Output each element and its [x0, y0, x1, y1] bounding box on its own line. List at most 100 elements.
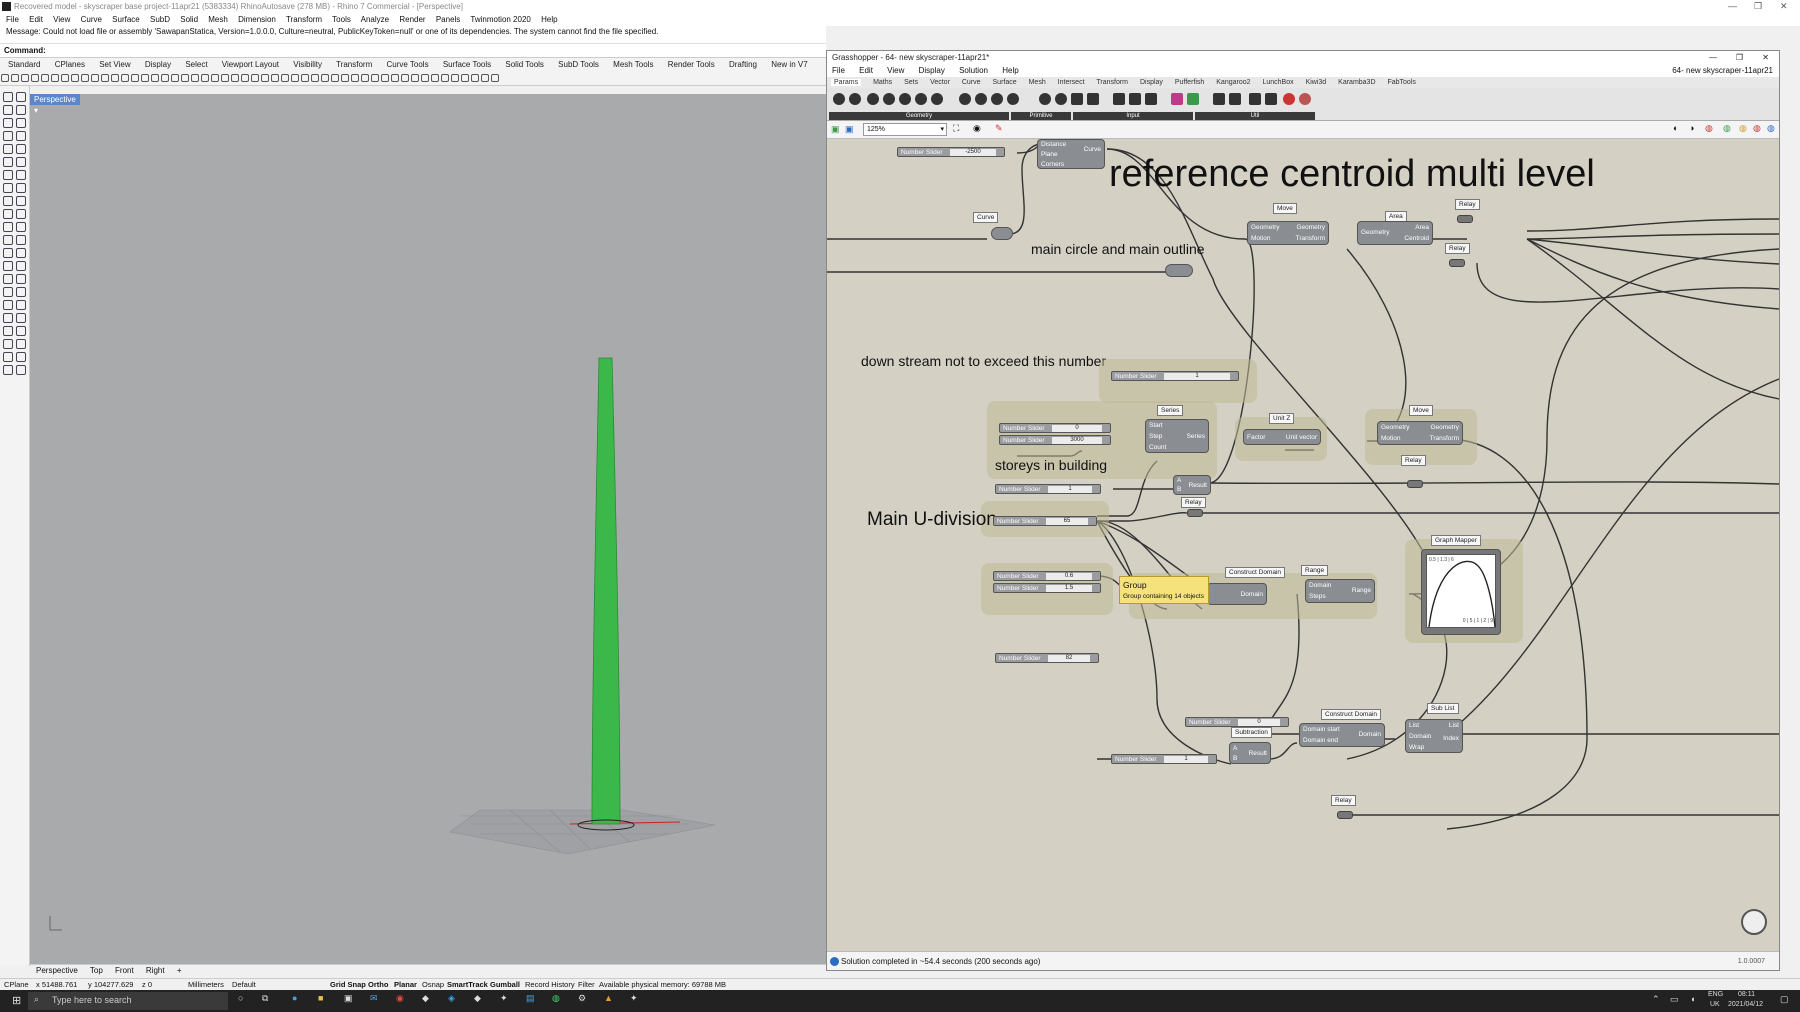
vlc-icon[interactable]: ▲	[604, 993, 613, 1003]
slider-sublist-start[interactable]: Number Slider 0	[1185, 717, 1289, 727]
add-viewport-tab-icon[interactable]: +	[176, 966, 182, 975]
viewport-tab-top[interactable]: Top	[89, 966, 103, 975]
rhino-tool-icon[interactable]	[261, 74, 269, 82]
sub-list-component[interactable]: List Domain Wrap List Index	[1405, 719, 1463, 753]
zoom-extents-icon[interactable]: ⛶	[953, 123, 960, 133]
boolean-param-icon[interactable]	[1039, 93, 1051, 105]
rhino-tool-icon[interactable]	[351, 74, 359, 82]
slider-distance[interactable]: Number Slider -2500	[897, 147, 1005, 157]
range-component[interactable]: Domain Steps Range	[1305, 579, 1375, 603]
menu-panels[interactable]: Panels	[435, 15, 461, 24]
rhino-tool-icon[interactable]	[11, 74, 19, 82]
preview-mesh-icon[interactable]: ◍	[1723, 123, 1731, 133]
gh-tab-lunchbox[interactable]: LunchBox	[1262, 79, 1294, 86]
left-tool-icon[interactable]	[3, 118, 13, 128]
language-indicator[interactable]: ENG	[1708, 991, 1724, 998]
geometry-param-icon[interactable]	[833, 93, 845, 105]
task-view-icon[interactable]: ⧉	[262, 993, 269, 1003]
rhino-tool-icon[interactable]	[71, 74, 79, 82]
curve-param[interactable]	[991, 227, 1013, 240]
preview-off-icon[interactable]: ◐	[1673, 123, 1679, 133]
menu-curve[interactable]: Curve	[80, 15, 102, 24]
rhino-tool-icon[interactable]	[231, 74, 239, 82]
rhino-tool-icon[interactable]	[411, 74, 419, 82]
toolbar-tab-subd-tools[interactable]: SubD Tools	[558, 60, 599, 69]
store-icon[interactable]: ▣	[344, 993, 353, 1003]
maximize-icon[interactable]: ❐	[1754, 1, 1763, 11]
rhino-tool-icon[interactable]	[91, 74, 99, 82]
surface-param-icon[interactable]	[915, 93, 927, 105]
status-grid-snap[interactable]: Grid Snap	[330, 980, 366, 989]
rhino-tool-icon[interactable]	[291, 74, 299, 82]
cluster-icon[interactable]	[1299, 93, 1311, 105]
slider-param-icon[interactable]	[1071, 93, 1083, 105]
toolbar-tab-standard[interactable]: Standard	[8, 60, 41, 69]
gh-tab-fabtools[interactable]: FabTools	[1387, 79, 1416, 86]
rhino-tool-icon[interactable]	[311, 74, 319, 82]
colour-param-icon[interactable]	[991, 93, 1003, 105]
rhino-tool-icon[interactable]	[151, 74, 159, 82]
toolbar-tab-select[interactable]: Select	[185, 60, 208, 69]
viewport-tab-front[interactable]: Front	[115, 966, 134, 975]
whatsapp-icon[interactable]: ◍	[552, 993, 560, 1003]
jump-icon[interactable]	[1249, 93, 1261, 105]
close-icon[interactable]: ✕	[1780, 1, 1788, 11]
graph-mapper-plot[interactable]: 0.5 | 1.3 | 6 0 | 5 | 1 | 2 | 9	[1426, 554, 1496, 628]
mesh-param-icon[interactable]	[883, 93, 895, 105]
left-tool-icon[interactable]	[16, 326, 26, 336]
network-icon[interactable]: ▭	[1670, 994, 1679, 1004]
note-main-circle[interactable]: main circle and main outline	[1031, 241, 1205, 257]
preview-material-icon[interactable]: ◍	[1753, 123, 1761, 133]
slider-series-start[interactable]: Number Slider 0	[999, 423, 1111, 433]
edge-icon[interactable]: ●	[292, 993, 298, 1003]
left-tool-icon[interactable]	[3, 105, 13, 115]
left-tool-icon[interactable]	[3, 92, 13, 102]
viewport-tab-right[interactable]: Right	[145, 966, 165, 975]
gh-tab-mesh[interactable]: Mesh	[1028, 79, 1046, 86]
rhino-tool-icon[interactable]	[441, 74, 449, 82]
curve-param-icon[interactable]	[849, 93, 861, 105]
ribbon-group-primitive[interactable]: Primitive	[1011, 112, 1071, 120]
left-tool-icon[interactable]	[3, 287, 13, 297]
rhino-tool-icon[interactable]	[191, 74, 199, 82]
toolbar-tab-surface-tools[interactable]: Surface Tools	[442, 60, 492, 69]
rhino-tool-icon[interactable]	[431, 74, 439, 82]
menu-solid[interactable]: Solid	[180, 15, 199, 24]
gh-menu-view[interactable]: View	[887, 66, 905, 75]
rhino-tool-icon[interactable]	[171, 74, 179, 82]
left-tool-icon[interactable]	[16, 274, 26, 284]
circle-param-icon[interactable]	[867, 93, 879, 105]
left-tool-icon[interactable]	[3, 144, 13, 154]
menu-surface[interactable]: Surface	[112, 15, 140, 24]
relay-node-3[interactable]	[1407, 480, 1423, 488]
rhino-tool-icon[interactable]	[41, 74, 49, 82]
rhino-tool-icon[interactable]	[101, 74, 109, 82]
rhino-tool-icon[interactable]	[31, 74, 39, 82]
left-tool-icon[interactable]	[16, 248, 26, 258]
preview-wire-icon[interactable]: ◑	[1689, 123, 1695, 133]
left-tool-icon[interactable]	[3, 261, 13, 271]
gh-tab-intersect[interactable]: Intersect	[1057, 79, 1085, 86]
left-tool-icon[interactable]	[16, 105, 26, 115]
integer-param-icon[interactable]	[975, 93, 987, 105]
rhino-tool-icon[interactable]	[221, 74, 229, 82]
rhino-tool-icon[interactable]	[131, 74, 139, 82]
rhino-tool-icon[interactable]	[61, 74, 69, 82]
rhino-instance-icon[interactable]: ◆	[474, 993, 481, 1003]
left-tool-icon[interactable]	[3, 300, 13, 310]
note-u-division[interactable]: Main U-division	[867, 509, 997, 530]
grasshopper-taskbar-icon[interactable]: ✦	[500, 993, 508, 1003]
gh-tab-karamba3d[interactable]: Karamba3D	[1338, 79, 1376, 86]
slider-subtraction[interactable]: Number Slider 1	[1111, 754, 1217, 764]
ribbon-group-util[interactable]: Util	[1195, 112, 1315, 120]
rhino-tool-icon[interactable]	[181, 74, 189, 82]
menu-view[interactable]: View	[53, 15, 71, 24]
panel-param-icon[interactable]	[1087, 93, 1099, 105]
slider-domain-start[interactable]: Number Slider 0.6	[993, 571, 1101, 581]
subtract-component[interactable]: A B Result	[1173, 475, 1211, 495]
graph-mapper-component[interactable]: 0.5 | 1.3 | 6 0 | 5 | 1 | 2 | 9	[1421, 549, 1501, 635]
relay-node-5[interactable]	[1337, 811, 1353, 819]
rhino-tool-icon[interactable]	[461, 74, 469, 82]
preview-selected-icon[interactable]: ◍	[1705, 123, 1713, 133]
gradient-icon[interactable]	[1171, 93, 1183, 105]
